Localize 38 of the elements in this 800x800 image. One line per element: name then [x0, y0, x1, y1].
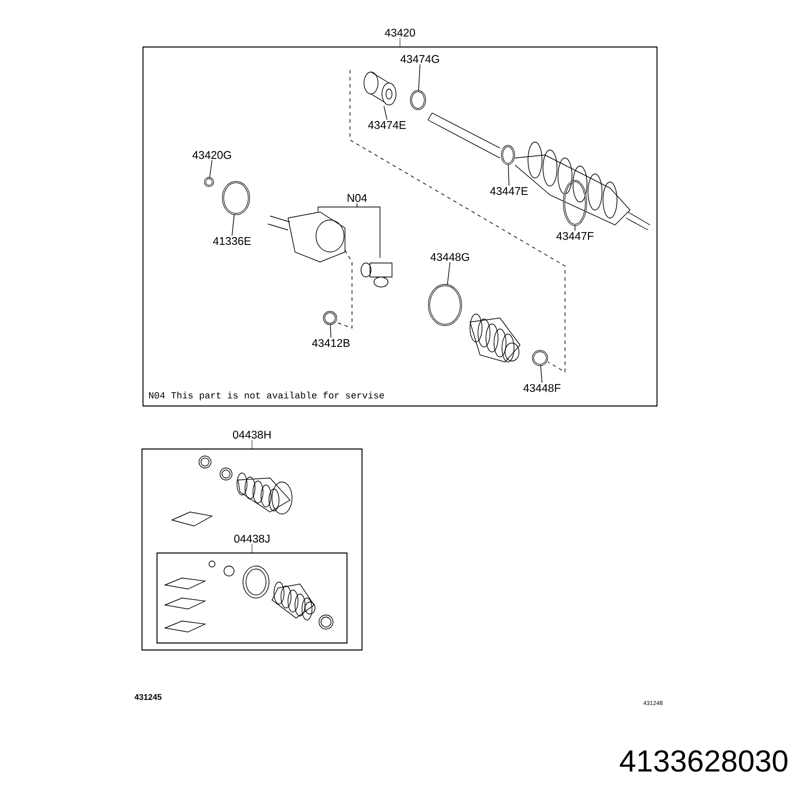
- ring-drawing: [204, 177, 214, 187]
- callout-number: 43447E: [490, 187, 528, 195]
- callout-number: 43474G: [400, 55, 439, 63]
- part-number: 4133628030: [620, 750, 788, 772]
- node-label: 04438H: [232, 430, 271, 439]
- callout-number: 41336E: [213, 237, 251, 245]
- node-label: 43420: [384, 28, 416, 37]
- inner-kit-frame: 04438J: [156, 534, 348, 644]
- ring-drawing: [222, 181, 250, 215]
- callout-number: N04: [348, 194, 367, 202]
- cup-drawing: [364, 72, 396, 106]
- ring-drawing: [428, 284, 462, 326]
- diagram-code: 431245: [134, 694, 162, 700]
- leader-line: [318, 203, 380, 258]
- callout-number: 43412B: [312, 339, 350, 347]
- leader-line: [209, 160, 212, 178]
- ring-drawing: [501, 145, 515, 165]
- leader-line: [330, 324, 332, 338]
- leader-line: [540, 364, 542, 384]
- leader-line: [232, 214, 235, 236]
- ring-drawing: [323, 311, 337, 325]
- leader-line: [508, 164, 510, 186]
- tripod-drawing: [360, 262, 392, 288]
- leader-line: [418, 64, 420, 92]
- callout-number: 43448G: [430, 253, 469, 261]
- callout-number: 43474E: [368, 121, 406, 129]
- node-label: 04438J: [234, 534, 270, 543]
- joint-housing-drawing: [288, 212, 346, 262]
- ring-drawing: [532, 350, 548, 366]
- callout-number: 43448F: [523, 384, 560, 392]
- leader-line: [384, 106, 388, 120]
- ring-drawing: [410, 90, 426, 110]
- callout-number: 43420G: [192, 151, 231, 159]
- leader-line: [447, 262, 450, 286]
- callout-number: 43447F: [556, 232, 594, 240]
- leader-line: [574, 224, 576, 232]
- note-text: N04 This part is not available for servise: [149, 392, 384, 400]
- ring-drawing: [563, 180, 587, 226]
